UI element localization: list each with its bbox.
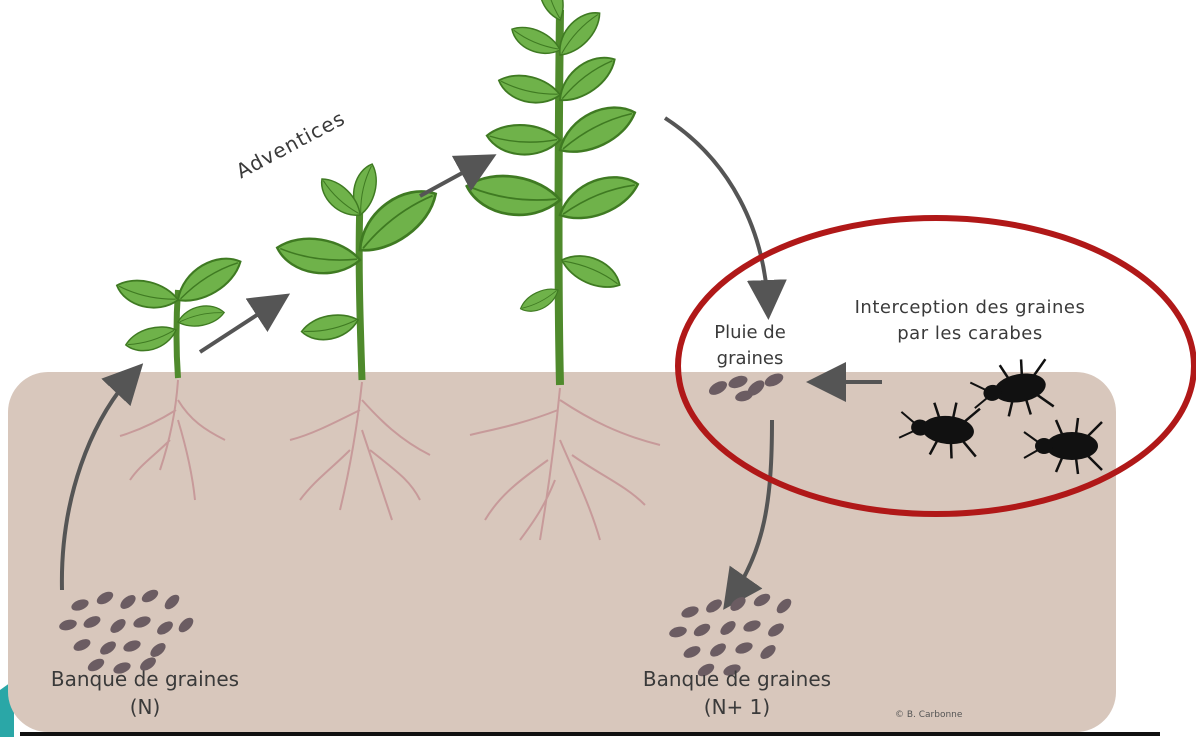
seed-rain-label: Pluie de graines [700, 320, 800, 372]
interception-label: Interception des graines par les carabes [820, 295, 1120, 347]
seed-rain-label-line2: graines [700, 346, 800, 372]
seed-bank-n1-label: Banque de graines (N+ 1) [612, 665, 862, 721]
seed-rain-label-line1: Pluie de [700, 320, 800, 346]
seed-bank-n-label: Banque de graines (N) [20, 665, 270, 721]
seed-bank-n-label-line1: Banque de graines [20, 665, 270, 693]
seed-bank-n-label-line2: (N) [20, 693, 270, 721]
interception-label-line2: par les carabes [820, 321, 1120, 347]
credit-label: © B. Carbonne [895, 710, 962, 720]
arrow-mature-to-seed-rain [665, 118, 768, 308]
seed-bank-n1-label-line2: (N+ 1) [612, 693, 862, 721]
seed-bank-n1-label-line1: Banque de graines [612, 665, 862, 693]
interception-label-line1: Interception des graines [820, 295, 1120, 321]
